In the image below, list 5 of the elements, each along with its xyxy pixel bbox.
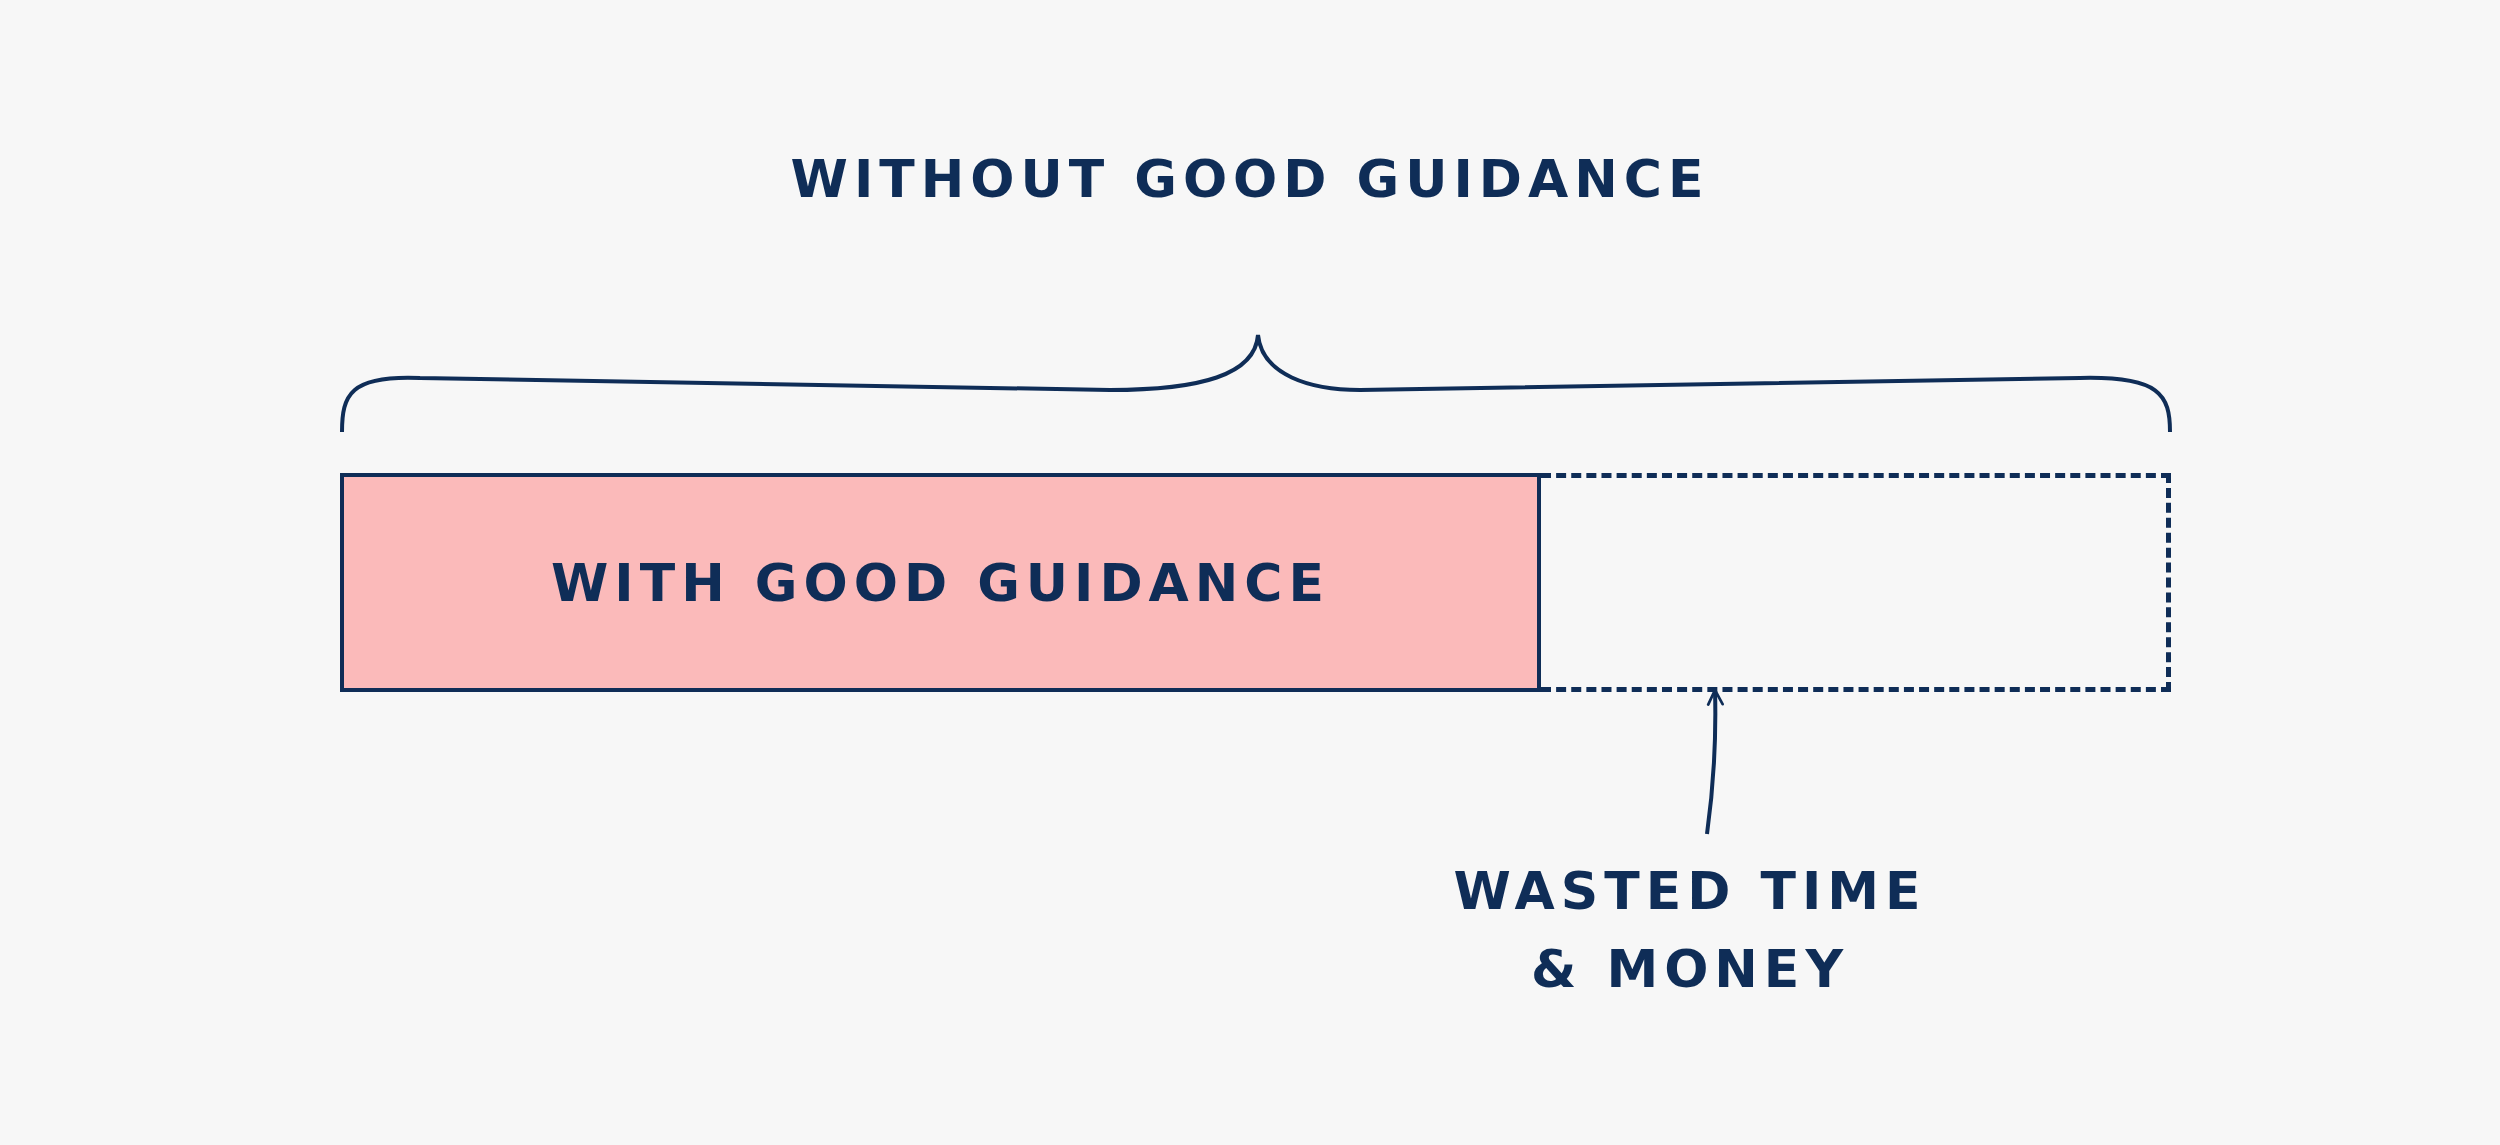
dashed-bar [1541, 473, 2171, 692]
heading-text: WITHOUT GOOD GUIDANCE [790, 149, 1710, 209]
bar-label: WITH GOOD GUIDANCE [551, 551, 1330, 615]
note-text: WASTED TIME & MONEY [1452, 860, 1928, 1001]
filled-bar [340, 473, 1541, 692]
